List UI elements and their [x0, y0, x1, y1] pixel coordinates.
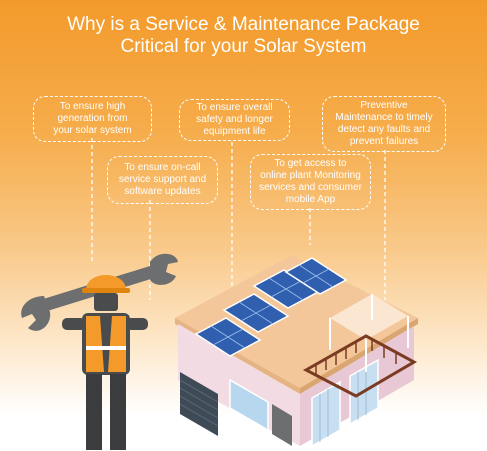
- hard-hat: [86, 275, 126, 290]
- connector-lines: [91, 138, 386, 300]
- pergola: [330, 294, 408, 340]
- solar-panel: [194, 317, 262, 357]
- worker-illustration: [21, 253, 178, 450]
- roof: [175, 255, 418, 388]
- window: [311, 380, 341, 448]
- title-line-2: Critical for your Solar System: [120, 36, 367, 57]
- benefit-bubble-high-generation: To ensure high generation from your sola…: [33, 96, 152, 142]
- solar-panels: [194, 257, 348, 357]
- title-line-1: Why is a Service & Maintenance Package: [67, 14, 420, 35]
- window: [229, 378, 269, 432]
- benefit-bubble-monitoring-app: To get access to online plant Monitoring…: [250, 154, 371, 210]
- worker-head: [94, 293, 118, 311]
- house-illustration: [175, 255, 418, 448]
- benefit-bubble-on-call-support: To ensure on-call service support and so…: [107, 156, 218, 204]
- solar-panel: [284, 257, 348, 295]
- solar-panel: [222, 293, 290, 333]
- safety-vest: [86, 316, 104, 372]
- railing: [302, 334, 418, 398]
- page-title: Why is a Service & Maintenance Package C…: [0, 14, 487, 58]
- benefit-bubble-preventive-maintenance: Preventive Maintenance to timely detect …: [322, 96, 446, 152]
- benefit-bubble-safety: To ensure overall safety and longer equi…: [179, 99, 290, 141]
